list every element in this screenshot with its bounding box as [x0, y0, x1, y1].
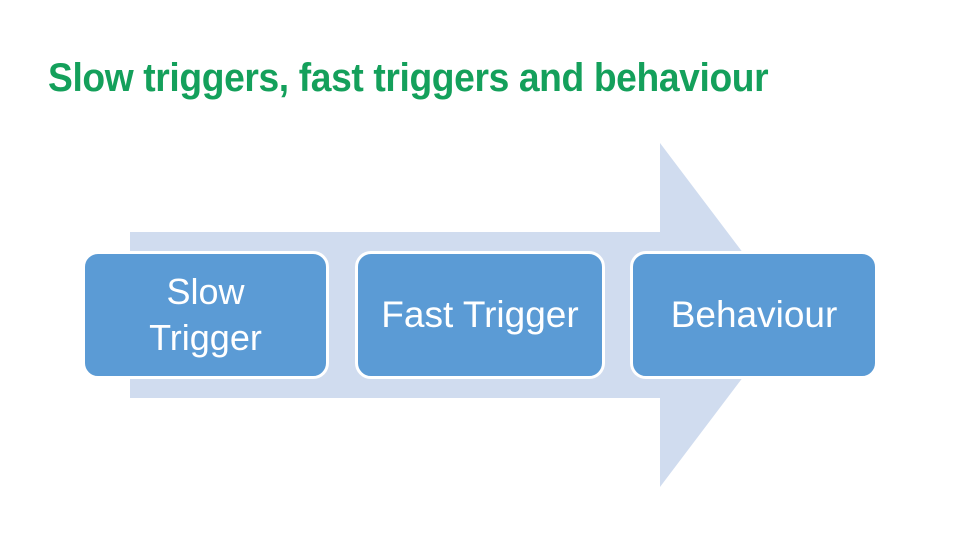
process-step-behaviour[interactable]: Behaviour: [630, 251, 878, 379]
process-step-fast-trigger[interactable]: Fast Trigger: [355, 251, 605, 379]
process-step-slow-trigger[interactable]: Slow Trigger: [82, 251, 329, 379]
page-title: Slow triggers, fast triggers and behavio…: [48, 56, 769, 100]
process-step-label: Fast Trigger: [381, 294, 579, 335]
process-step-label: Behaviour: [670, 294, 838, 335]
process-step-label: Slow Trigger: [149, 271, 262, 358]
